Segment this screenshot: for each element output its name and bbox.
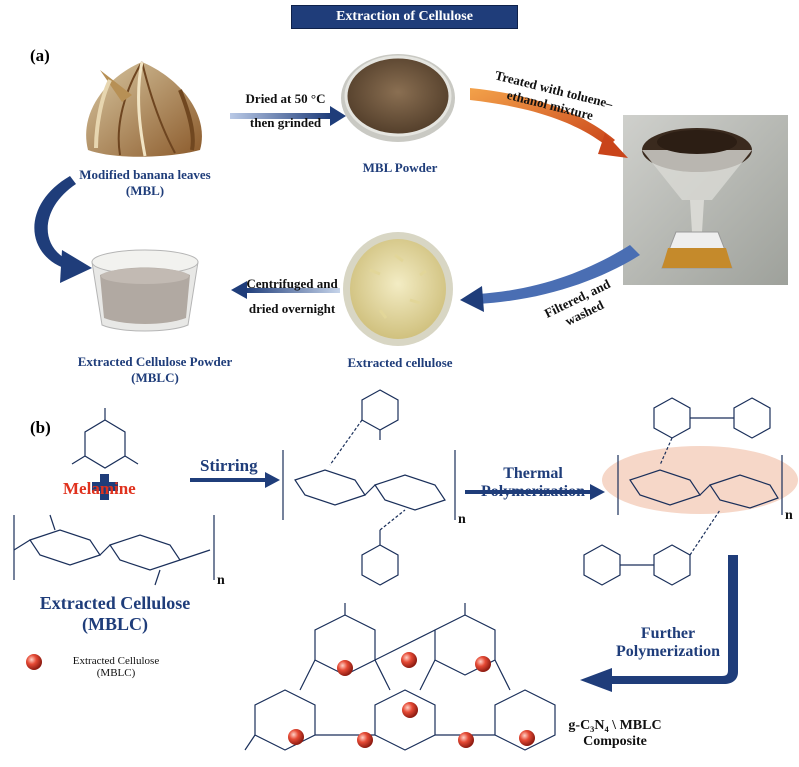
cellulose-label: Extracted Cellulose (MBLC) — [15, 593, 215, 635]
repeat-n-complex: n — [458, 512, 466, 527]
further-line2: Polymerization — [616, 643, 720, 660]
arrow-treat — [470, 88, 628, 158]
mblc-caption: Extracted Cellulose Powder (MBLC) — [55, 354, 255, 386]
arrow-thermal — [465, 484, 605, 500]
melamine-structure — [71, 408, 139, 469]
centrifuge-line1: Centrifuged and — [246, 276, 338, 291]
arrow-stirring — [190, 472, 280, 488]
composite-line1: g-C₃N₄ \ MBLC — [568, 718, 662, 733]
mblc-caption-line1: Extracted Cellulose Powder — [77, 354, 233, 369]
mbl-caption-line1: Modified banana leaves — [79, 167, 211, 182]
legend-sphere-icon — [26, 654, 42, 670]
thermal-line1: Thermal — [503, 465, 563, 482]
repeat-n-cellulose: n — [217, 573, 225, 588]
panel-b-label: (b) — [30, 418, 51, 437]
thermal-line2: Polymerization — [481, 483, 585, 500]
legend-line2: (MBLC) — [96, 667, 136, 679]
mbl-caption: Modified banana leaves (MBL) — [60, 167, 230, 199]
dry-line1: Dried at 50 °C — [245, 91, 326, 106]
filtration-photo — [623, 115, 788, 285]
legend-line1: Extracted Cellulose — [72, 655, 160, 667]
extracted-cellulose-photo — [343, 232, 453, 346]
centrifuge-line2: dried overnight — [248, 301, 336, 316]
arrow-dry — [230, 106, 346, 126]
diagram-title: Extraction of Cellulose — [291, 5, 518, 29]
stirring-label: Stirring — [200, 456, 258, 475]
mblc-spheres — [288, 652, 535, 748]
powder-caption: MBL Powder — [362, 160, 438, 175]
dry-label: Dried at 50 °C then grinded — [228, 91, 343, 131]
mbl-powder-photo — [341, 54, 455, 142]
composite-line2: Composite — [583, 734, 647, 749]
arrow-centrifuge — [231, 281, 340, 299]
cellulose-structure — [13, 514, 215, 586]
extracted-caption: Extracted cellulose — [347, 355, 453, 370]
dry-line2: then grinded — [249, 115, 322, 130]
further-label: Further Polymerization — [598, 625, 738, 661]
legend-label: Extracted Cellulose (MBLC) — [46, 655, 186, 679]
gcn-network-structure — [244, 603, 556, 751]
further-line1: Further — [640, 625, 696, 642]
panel-a-label: (a) — [30, 46, 50, 65]
repeat-n-polymer: n — [785, 508, 793, 523]
cellulose-label-line1: Extracted Cellulose — [39, 593, 191, 613]
cellulose-label-line2: (MBLC) — [82, 614, 148, 634]
arrow-direct — [34, 176, 92, 283]
mblc-powder-photo — [82, 226, 207, 336]
arrow-further — [580, 555, 738, 692]
centrifuge-label: Centrifuged and dried overnight — [232, 276, 352, 317]
arrow-filter — [460, 245, 640, 312]
melamine-cellulose-complex — [282, 389, 456, 586]
mbl-caption-line2: (MBL) — [125, 183, 165, 198]
polymer-cellulose-complex — [583, 397, 798, 586]
thermal-label: Thermal Polymerization — [468, 465, 598, 501]
mblc-caption-line2: (MBLC) — [131, 370, 179, 385]
plus-icon — [92, 474, 118, 500]
banana-leaves-photo — [72, 50, 212, 165]
composite-label: g-C₃N₄ \ MBLC Composite — [560, 718, 670, 750]
melamine-label: Melamine — [63, 479, 136, 498]
